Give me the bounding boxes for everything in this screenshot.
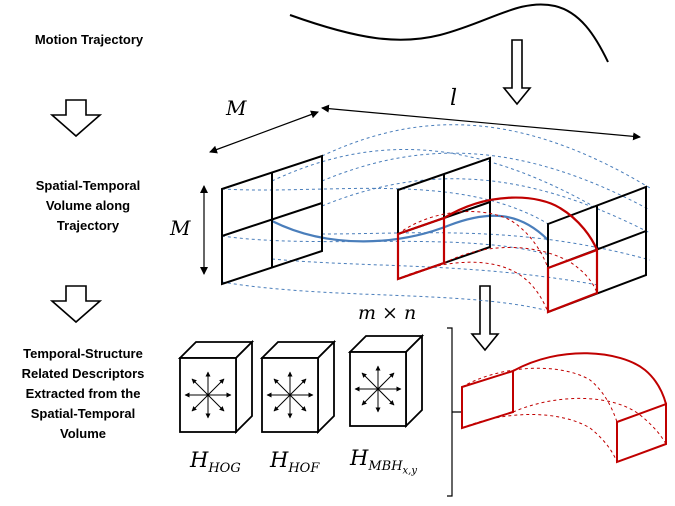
descriptors-label: Temporal-Structure Related Descriptors E… [8,344,158,444]
hof-subscript: HOF [288,461,320,477]
label-line: Spatial-Temporal [35,178,141,193]
label-line: Temporal-Structure [23,346,143,361]
motion-trajectory-label: Motion Trajectory [34,32,144,47]
mbh-subsubscript: x,y [402,465,417,477]
length-symbol: l [450,86,458,111]
label-line: Volume [60,426,106,441]
label-line: Extracted from the [25,386,141,401]
mbh-descriptor-label: HMBHx,y [350,446,417,477]
hog-base: H [190,448,209,472]
star-arrows-icon [184,371,232,419]
down-arrow-icon [470,285,500,352]
highlighted-subvolume [396,196,599,314]
hog-subscript: HOG [208,461,241,477]
label-line: Related Descriptors [21,366,145,381]
down-arrow-icon [502,39,532,106]
volume-frame-start [221,154,323,286]
spatial-temporal-volume-label: Spatial-Temporal Volume along Trajectory [14,176,162,236]
width-symbol: M [226,96,247,120]
extracted-subvolume [461,352,667,464]
label-line: Trajectory [56,218,120,233]
width-dimension-arrow [209,110,319,154]
hof-descriptor-label: HHOF [270,448,319,476]
star-arrows-icon [354,365,402,413]
length-dimension-arrow [321,104,641,141]
hog-descriptor-label: HHOG [190,448,241,476]
mbh-subscript: MBHx,y [368,459,417,477]
label-line: Spatial-Temporal [30,406,136,421]
motion-trajectory-curve [289,3,609,63]
trajectory-line [271,214,549,243]
mbh-base: H [350,446,369,470]
down-arrow-icon [49,99,103,138]
volume-guide-curves [221,124,651,311]
height-symbol: M [170,216,191,240]
hof-base: H [270,448,289,472]
down-arrow-icon [49,285,103,324]
cell-grid-symbol: m × n [358,302,417,324]
bracket-icon [447,327,462,497]
mbh-subscript-text: MBH [368,459,403,475]
star-arrows-icon [266,371,314,419]
label-line: Volume along [45,198,131,213]
